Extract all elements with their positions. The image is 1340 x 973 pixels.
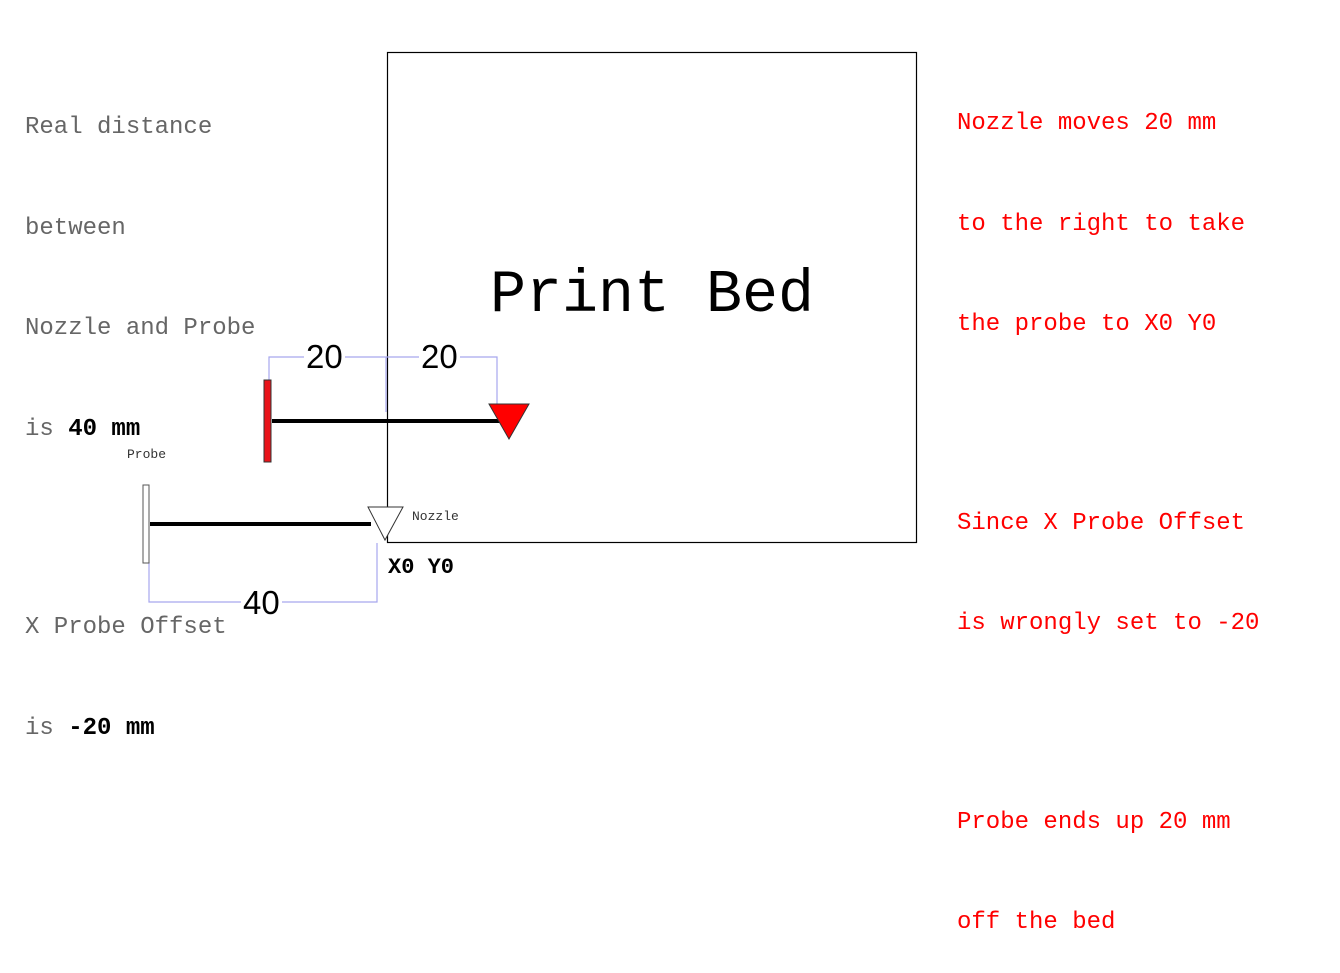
right-note: Nozzle moves 20 mm to the right to take … bbox=[957, 40, 1259, 973]
left-note-prefix: is bbox=[25, 714, 69, 742]
left-note: Real distance between Nozzle and Probe i… bbox=[25, 44, 255, 779]
left-note-line: is -20 mm bbox=[25, 712, 255, 746]
nozzle-label: Nozzle bbox=[412, 509, 459, 524]
right-note-line: off the bed bbox=[957, 909, 1116, 936]
spacer bbox=[957, 708, 1259, 739]
spacer bbox=[25, 513, 255, 544]
left-note-line: between bbox=[25, 214, 126, 242]
right-note-line: is wrongly set to -20 bbox=[957, 610, 1260, 637]
origin-label: X0 Y0 bbox=[388, 555, 455, 580]
right-note-line: to the right to take bbox=[957, 210, 1246, 238]
right-note-line: the probe to X0 Y0 bbox=[957, 311, 1217, 338]
real-distance-value: 40 mm bbox=[68, 415, 141, 443]
dimension-label-left: 20 bbox=[304, 338, 345, 375]
nozzle-triangle bbox=[367, 506, 404, 542]
dimension-line-top bbox=[268, 356, 498, 404]
right-note-line: Probe ends up 20 mm bbox=[957, 808, 1231, 836]
probe-label: Probe bbox=[127, 447, 167, 462]
left-note-prefix: is bbox=[25, 415, 69, 443]
left-note-line: Real distance bbox=[25, 114, 213, 141]
dimension-label-bottom: 40 bbox=[241, 584, 282, 621]
print-bed bbox=[386, 51, 918, 544]
left-note-line: X Probe Offset bbox=[25, 614, 227, 641]
right-note-line: Nozzle moves 20 mm bbox=[957, 110, 1217, 137]
moved-probe-body bbox=[263, 379, 272, 463]
left-note-line: is 40 mm bbox=[25, 413, 255, 447]
moved-nozzle-triangle bbox=[488, 403, 530, 441]
print-bed-label: Print Bed bbox=[489, 262, 815, 330]
probe-body bbox=[142, 484, 150, 564]
left-note-line: Nozzle and Probe bbox=[25, 315, 256, 342]
spacer bbox=[957, 409, 1259, 440]
right-note-line: Since X Probe Offset bbox=[957, 509, 1246, 537]
probe-offset-value: -20 mm bbox=[68, 714, 155, 742]
diagram-canvas bbox=[142, 51, 918, 603]
dimension-label-right: 20 bbox=[419, 338, 460, 375]
